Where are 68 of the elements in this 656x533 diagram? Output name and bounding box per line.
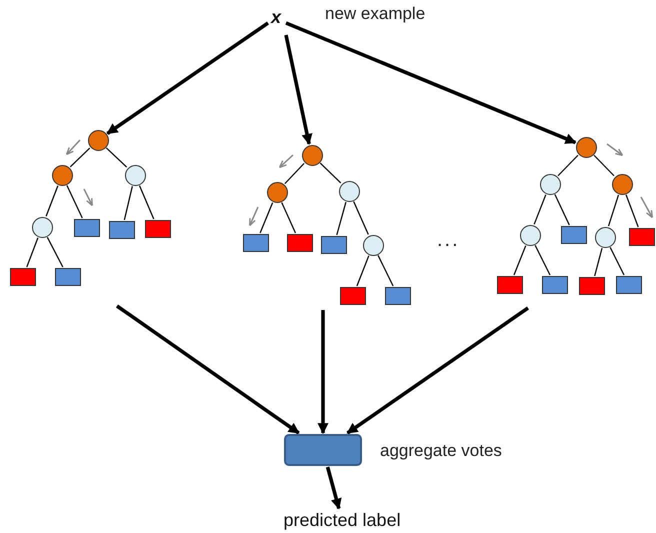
tree-branch	[281, 202, 296, 234]
tree-branch	[46, 186, 58, 216]
tree-branch	[46, 236, 64, 268]
tree-node	[540, 174, 560, 194]
annotation-text: new example	[325, 4, 426, 24]
tree-branch	[138, 185, 154, 220]
class-leaf	[109, 221, 135, 239]
tree-branch	[260, 202, 274, 234]
class-leaf	[10, 268, 36, 286]
annotation-text: aggregate votes	[380, 441, 502, 461]
tree-branch	[513, 245, 526, 276]
arrow	[116, 304, 300, 434]
ellipsis-text: ...	[437, 230, 460, 250]
arrow	[284, 34, 312, 145]
arrow	[106, 22, 270, 135]
active-tree-node	[266, 182, 288, 202]
arrow	[346, 306, 530, 434]
output-label: predicted label	[284, 510, 400, 530]
tree-node	[124, 164, 146, 186]
class-leaf	[385, 287, 411, 305]
tree-branch	[610, 247, 625, 276]
tree-branch	[554, 194, 570, 226]
tree-node	[520, 224, 540, 246]
tree-branch	[356, 255, 370, 286]
class-leaf	[243, 234, 269, 252]
arrow	[318, 310, 328, 434]
tree-branch	[336, 202, 346, 236]
tree-branch	[124, 186, 133, 220]
class-leaf	[321, 236, 347, 254]
arrow	[326, 466, 342, 510]
tree-branch	[353, 201, 369, 235]
tree-branch	[26, 238, 38, 268]
aggregation-box	[284, 434, 362, 466]
tree-branch	[626, 194, 639, 228]
class-leaf	[287, 234, 313, 252]
tree-branch	[320, 162, 342, 184]
tree-branch	[66, 185, 83, 218]
class-leaf	[542, 276, 568, 294]
tree-branch	[534, 194, 546, 225]
input-variable-label: x	[271, 6, 281, 28]
class-leaf	[616, 276, 642, 294]
active-tree-node	[88, 130, 108, 150]
active-tree-node	[52, 164, 72, 186]
class-leaf	[55, 268, 81, 286]
class-leaf	[145, 220, 171, 238]
arrow	[285, 21, 576, 144]
tree-node	[32, 216, 52, 238]
tree-branch	[558, 154, 578, 176]
tree-branch	[594, 154, 614, 176]
tree-node	[594, 226, 616, 248]
active-tree-node	[302, 144, 322, 166]
tree-branch	[284, 162, 305, 184]
tree-node	[338, 180, 360, 202]
class-leaf	[579, 277, 605, 295]
class-leaf	[629, 228, 655, 246]
tree-branch	[594, 248, 603, 276]
class-leaf	[340, 287, 366, 305]
active-tree-node	[576, 136, 596, 158]
tree-branch	[106, 147, 128, 168]
tree-branch	[608, 194, 620, 226]
tree-branch	[378, 255, 394, 286]
active-tree-node	[612, 174, 632, 194]
class-leaf	[74, 219, 100, 237]
class-leaf	[561, 226, 587, 244]
tree-branch	[534, 245, 551, 276]
tree-branch	[70, 148, 90, 168]
class-leaf	[497, 276, 523, 294]
tree-node	[362, 234, 384, 256]
